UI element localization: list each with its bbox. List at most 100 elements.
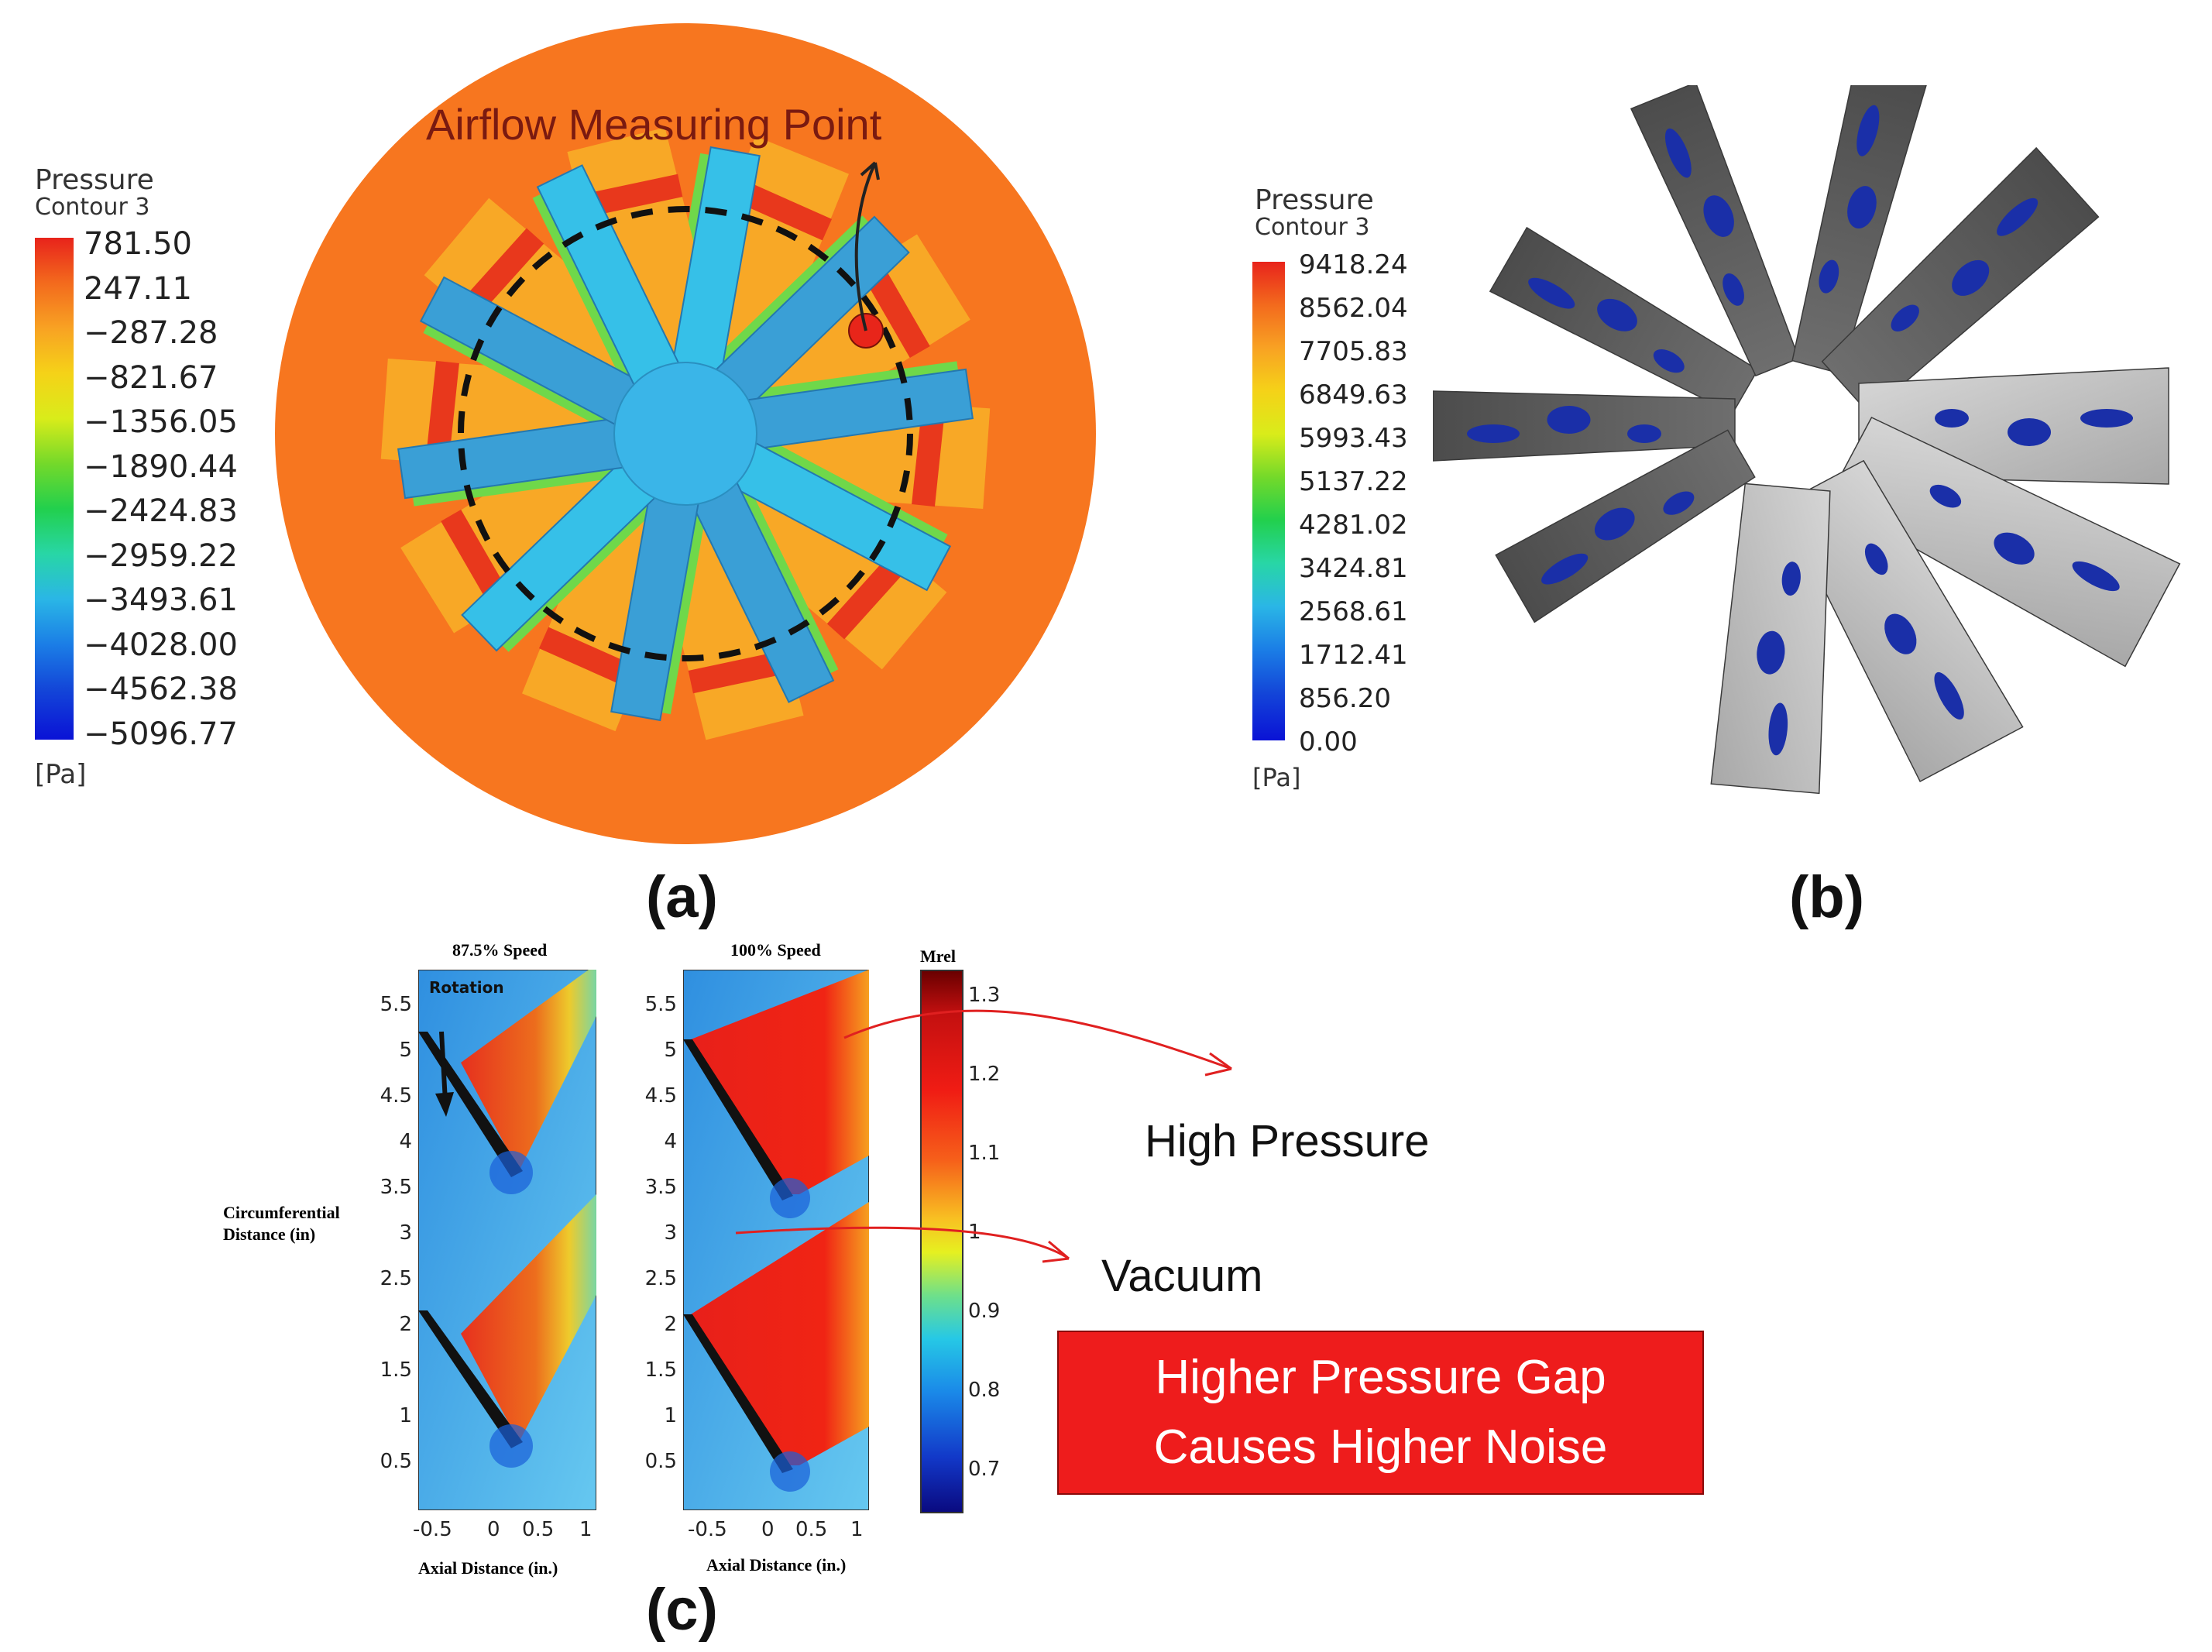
legend-a-tick: −821.67 [84,359,218,396]
airflow-measuring-point-label: Airflow Measuring Point [426,100,882,149]
blade-b [1821,146,2100,414]
panel-c-label: (c) [646,1577,718,1643]
legend-b-tick: 7705.83 [1299,336,1408,367]
y-tick-right: 3.5 [644,1176,677,1199]
x-tick: 0 [487,1518,500,1541]
blade-b-spot [1663,491,1695,515]
hub [613,362,757,506]
colorbar-c-title: Mrel [920,946,957,966]
y-tick-right: 0.5 [644,1450,677,1473]
y-tick-left: 2.5 [380,1267,412,1290]
panel-a-label: (a) [646,864,718,930]
callout-arrows [735,1009,1232,1263]
blade-b-spot [1819,259,1839,294]
panel-b-label: (b) [1789,864,1865,930]
blade-tip-red [538,627,628,684]
blade-b [1630,85,1800,377]
blade-b-spot [1467,424,1520,443]
legend-b-tick: 6849.63 [1299,380,1408,410]
blade-b-spot [1528,277,1575,309]
blade-b-spot [1864,543,1888,575]
x-axis-label-right: Axial Distance (in.) [706,1555,847,1575]
legend-b-tick: 5993.43 [1299,423,1408,454]
legend-b-tick: 9418.24 [1299,249,1408,280]
legend-a-tick: −3493.61 [84,582,238,618]
colorbar-c-tick: 0.8 [968,1379,1001,1402]
legend-b-unit: [Pa] [1252,763,1301,792]
y-tick-left: 4.5 [380,1084,412,1108]
blade-tip-red [866,270,930,358]
blade-edge-green [499,480,676,652]
y-tick-right: 1 [664,1404,677,1427]
x-tick: 0 [761,1518,775,1541]
blade-b [1489,226,1759,414]
blade-b-spot [1547,406,1591,434]
legend-b-tick: 8562.04 [1299,293,1408,324]
legend-b-tick: 0.00 [1299,726,1358,757]
legend-a-unit: [Pa] [35,759,87,790]
y-tick-right: 5.5 [644,993,677,1016]
legend-a-tick: 781.50 [84,226,192,262]
blade-b-spot [1653,349,1685,373]
blade-b-spot [1997,197,2039,236]
blade-b-spot [1664,128,1692,178]
colorbar-c-tick: 1.3 [968,984,1001,1007]
measuring-circle [458,206,913,661]
blade-tip-red [826,559,903,640]
y-tick-right: 4 [664,1130,677,1153]
y-tick-right: 3 [664,1221,677,1245]
blade-b-spot [1768,702,1788,756]
measuring-point-arrow [854,162,877,331]
colorbar-c [920,970,963,1513]
blade-b-spot [1934,671,1964,720]
y-tick-left: 1 [399,1404,412,1427]
y-tick-right: 5 [664,1039,677,1062]
blade-b-spot [1703,195,1734,237]
blade-b-spot [1884,613,1917,654]
y-tick-right: 2.5 [644,1267,677,1290]
legend-a-tick: −1356.05 [84,404,238,440]
blade-b-spot [2080,409,2133,428]
x-axis-label-left: Axial Distance (in.) [418,1558,558,1578]
callout-vacuum: Vacuum [1101,1251,1263,1301]
right-plot-title: 100% Speed [730,940,821,960]
blade-b-spot [1723,273,1744,306]
blade-b-spot [1856,105,1880,156]
blade-b [1791,85,1928,375]
blade-b [1710,483,1831,795]
blade-b-spot [2072,561,2120,592]
legend-b-colorbar [1252,262,1285,740]
blade-b-spot [1627,424,1661,443]
blade-tip-red [441,510,505,597]
legend-a-tick: −1890.44 [84,448,238,485]
y-tick-left: 5.5 [380,993,412,1016]
blade-b-spot [1994,532,2035,565]
legend-b-tick: 2568.61 [1299,596,1408,627]
blade-tip-red [743,184,833,241]
blade-b-spot [1597,298,1637,331]
blade-tip-red [468,228,544,308]
noise-box: Higher Pressure Gap Causes Higher Noise [1057,1331,1704,1495]
x-tick: -0.5 [688,1518,727,1541]
colorbar-c-tick: 1.2 [968,1063,1001,1086]
noise-box-line1: Higher Pressure Gap [1155,1351,1606,1404]
noise-box-line2: Causes Higher Noise [1153,1420,1608,1474]
blade-tip-red [592,173,683,215]
blade-b-spot [1935,409,1969,428]
x-tick: -0.5 [413,1518,452,1541]
legend-b-tick: 1712.41 [1299,640,1408,671]
legend-b-title: Pressure [1255,184,1374,216]
fan-contour-a [275,23,1096,844]
blade-b-spot [1952,259,1990,296]
y-axis-label-line2: Distance (in) [223,1224,316,1244]
blade-tip-red [427,360,459,450]
colorbar-c-tick: 0.9 [968,1300,1001,1323]
legend-b-subtitle: Contour 3 [1255,214,1370,241]
blade-b-spot [1847,186,1877,229]
mrel-plot-100 [683,970,869,1510]
blade-b-spot [1781,562,1801,596]
y-tick-left: 3.5 [380,1176,412,1199]
blade-b [1495,429,1756,623]
mrel-plot-87: Rotation [418,970,596,1510]
legend-a-subtitle: Contour 3 [35,194,150,221]
